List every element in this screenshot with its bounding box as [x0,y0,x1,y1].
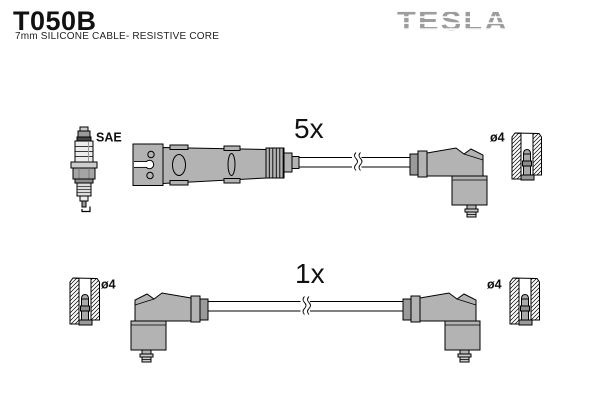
ignition-cable-top [298,152,411,171]
terminal-cross-section-bottom-left [69,277,100,326]
diameter-label-top-right: ø4 [490,131,505,145]
diameter-label-bottom-left: ø4 [101,278,116,292]
terminal-cross-section-top-right [511,132,542,181]
cable-spec-subtitle: 7mm SILICONE CABLE- RESISTIVE CORE [15,31,220,42]
ignition-cable-bottom [207,296,404,315]
tesla-logo-text: TESLA [397,6,509,36]
quantity-bottom-label: 1x [295,258,325,289]
quantity-top-label: 5x [294,113,324,144]
spark-plug-icon [70,126,98,213]
diameter-label-bottom-right: ø4 [487,278,502,292]
distributor-connector [132,143,300,186]
terminal-cross-section-bottom-right [509,277,540,326]
tesla-logo: TESLA [396,6,516,36]
elbow-boot-top-right [409,147,488,218]
part-number: T050B [13,6,97,36]
sae-label: SAE [96,131,122,145]
elbow-boot-bottom-left [130,292,209,363]
elbow-boot-bottom-right [402,292,481,363]
